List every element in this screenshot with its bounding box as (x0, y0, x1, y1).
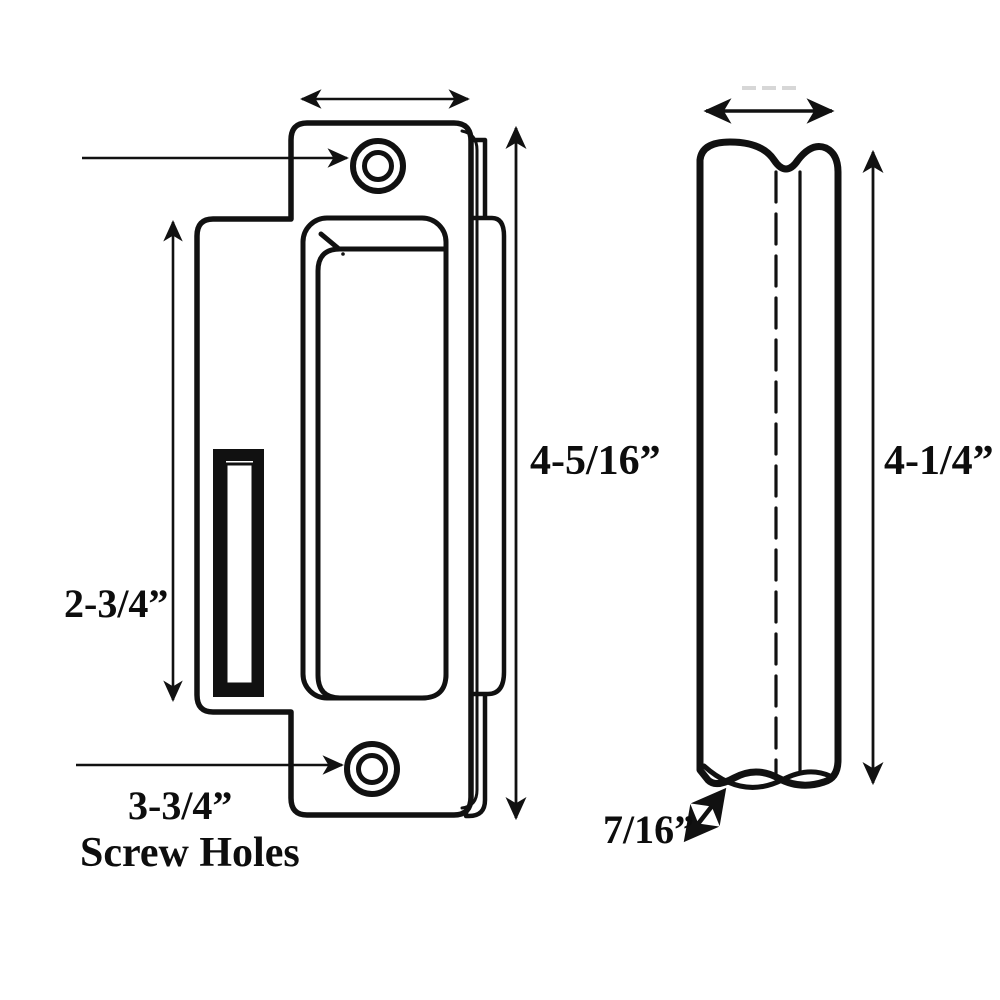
screw-hole-bottom (344, 741, 400, 797)
dim-label-side-thickness: 7/16” (603, 807, 694, 852)
side-profile-outline (696, 138, 842, 789)
dim-label-slot-height: 2-3/4” (64, 581, 168, 626)
dim-label-screw-hole-spacing: 3-3/4” (128, 783, 232, 828)
latch-slot-fill-top (217, 453, 260, 461)
screw-hole-top-inner-bore (362, 150, 394, 182)
latch-slot-fill-right (253, 456, 260, 692)
pocket-chamfer-dot (341, 252, 345, 256)
latch-slot-fill-bottom (217, 684, 260, 693)
side-width-label-remnant (742, 86, 796, 90)
front-view (194, 120, 507, 819)
screw-holes-caption: Screw Holes (80, 830, 300, 876)
screw-hole-bottom-inner-bore (356, 753, 388, 785)
latch-slot-inner (224, 462, 255, 686)
dim-side-thickness-line (683, 787, 727, 843)
dim-label-front-height: 4-5/16” (530, 438, 661, 484)
finger-pocket-inner (315, 246, 449, 701)
latch-slot-fill-left (217, 456, 226, 692)
front-plate-inner-edge (460, 129, 479, 810)
screw-hole-top (350, 138, 406, 194)
dim-label-side-height: 4-1/4” (884, 438, 994, 484)
side-bottom-wave-detail (701, 763, 833, 790)
pocket-chamfer-tick (318, 231, 342, 252)
side-view (696, 138, 842, 790)
